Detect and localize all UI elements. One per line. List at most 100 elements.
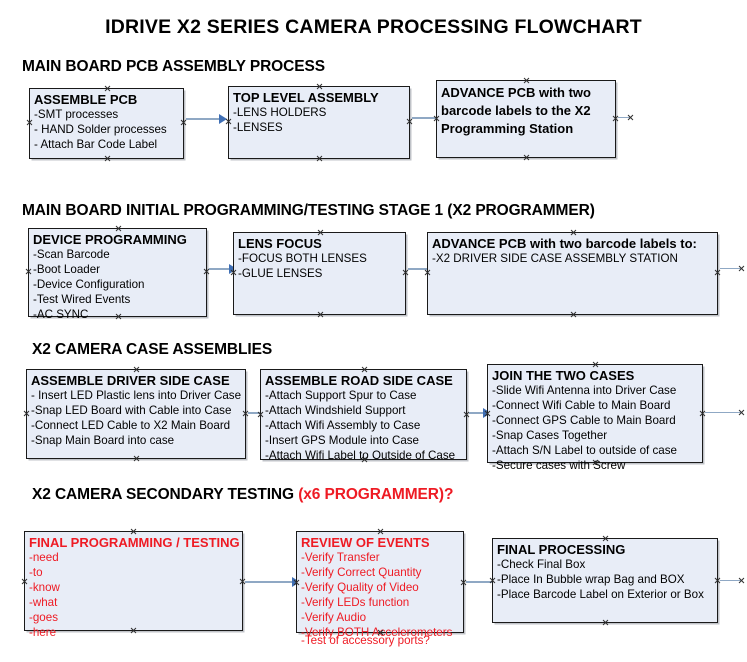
- resize-handle-bottom[interactable]: [602, 619, 609, 626]
- box-line: -Verify Quality of Video: [301, 581, 419, 594]
- guide-line: [618, 117, 630, 119]
- box-assemble-driver-side-case[interactable]: ASSEMBLE DRIVER SIDE CASE - Insert LED P…: [26, 369, 246, 459]
- section-heading-4: X2 CAMERA SECONDARY TESTING (x6 PROGRAMM…: [32, 486, 453, 504]
- box-title: DEVICE PROGRAMMING: [33, 232, 187, 247]
- section-heading-4-text: X2 CAMERA SECONDARY TESTING: [32, 486, 299, 503]
- box-line: -X2 DRIVER SIDE CASE ASSEMBLY STATION: [432, 252, 678, 265]
- box-title: FINAL PROCESSING: [497, 542, 626, 557]
- section-heading-4-accent: (x6 PROGRAMMER)?: [298, 486, 454, 503]
- box-line: -know: [29, 581, 60, 594]
- box-final-processing[interactable]: FINAL PROCESSING -Check Final Box -Place…: [492, 538, 718, 623]
- box-overflow-line: -Test of accessory ports?: [301, 634, 430, 647]
- box-line: -Boot Loader: [33, 263, 101, 276]
- box-line: - Attach Bar Code Label: [34, 138, 158, 151]
- resize-handle-bottom[interactable]: [523, 154, 530, 161]
- box-line: -Verify LEDs function: [301, 596, 410, 609]
- box-line: -Attach Windshield Support: [265, 404, 406, 417]
- box-line: -what: [29, 596, 58, 609]
- box-assemble-road-side-case[interactable]: ASSEMBLE ROAD SIDE CASE -Attach Support …: [260, 369, 467, 463]
- box-top-level-assembly-body: TOP LEVEL ASSEMBLY -LENS HOLDERS -LENSES: [229, 87, 409, 135]
- section-heading-3-text: X2 CAMERA CASE ASSEMBLIES: [32, 341, 273, 358]
- box-assemble-road-side-case-body: ASSEMBLE ROAD SIDE CASE -Attach Support …: [261, 370, 466, 463]
- box-line: -Attach Wifi Assembly to Case: [265, 419, 421, 432]
- box-line: - Insert LED Plastic lens into Driver Ca…: [31, 389, 242, 402]
- box-line: -Check Final Box: [497, 558, 586, 571]
- box-line: -Place In Bubble wrap Bag and BOX: [497, 573, 685, 586]
- box-final-programming-testing[interactable]: FINAL PROGRAMMING / TESTING -need -to -k…: [24, 531, 243, 639]
- box-title: REVIEW OF EVENTS: [301, 535, 430, 550]
- box-lens-focus[interactable]: LENS FOCUS -FOCUS BOTH LENSES -GLUE LENS…: [233, 232, 406, 315]
- box-line: -Device Configuration: [33, 278, 145, 291]
- box-line: -Snap LED Board with Cable into Case: [31, 404, 232, 417]
- box-line: -Connect LED Cable to X2 Main Board: [31, 419, 231, 432]
- arrowhead-icon: [219, 114, 227, 124]
- box-line: -Secure cases with Screw: [492, 459, 626, 472]
- box-title: LENS FOCUS: [238, 236, 322, 251]
- section-heading-1-text: MAIN BOARD PCB ASSEMBLY PROCESS: [22, 58, 325, 75]
- box-line: -LENS HOLDERS: [233, 106, 327, 119]
- connector-stem: [245, 581, 293, 583]
- box-title: JOIN THE TWO CASES: [492, 368, 635, 383]
- box-line: -Scan Barcode: [33, 248, 110, 261]
- section-heading-2: MAIN BOARD INITIAL PROGRAMMING/TESTING S…: [22, 202, 595, 220]
- box-title: ASSEMBLE DRIVER SIDE CASE: [31, 373, 230, 388]
- section-heading-3: X2 CAMERA CASE ASSEMBLIES: [32, 341, 272, 359]
- resize-handle-bottom[interactable]: [317, 311, 324, 318]
- box-assemble-pcb[interactable]: ASSEMBLE PCB -SMT processes - HAND Solde…: [29, 88, 184, 159]
- box-title: ADVANCE PCB with two barcode labels to:: [432, 236, 697, 251]
- box-line: -Verify BOTH Accelerometers: [301, 626, 453, 639]
- box-join-the-two-cases-body: JOIN THE TWO CASES -Slide Wifi Antenna i…: [488, 365, 702, 473]
- box-lens-focus-body: LENS FOCUS -FOCUS BOTH LENSES -GLUE LENS…: [234, 233, 405, 281]
- connector-arrow: [186, 114, 228, 124]
- box-advance-pcb-programming-station-body: ADVANCE PCB with two barcode labels to t…: [437, 81, 615, 138]
- box-review-of-events[interactable]: REVIEW OF EVENTS -Verify Transfer -Verif…: [296, 531, 464, 647]
- box-line: -need: [29, 551, 59, 564]
- section-heading-2-text: MAIN BOARD INITIAL PROGRAMMING/TESTING S…: [22, 202, 595, 219]
- box-line: -FOCUS BOTH LENSES: [238, 252, 367, 265]
- box-line: -Attach Wifi Label to Outside of Case: [265, 449, 456, 462]
- resize-handle-bottom[interactable]: [104, 155, 111, 162]
- box-line: -Attach S/N Label to outside of case: [492, 444, 677, 457]
- box-device-programming-body: DEVICE PROGRAMMING -Scan Barcode -Boot L…: [29, 229, 206, 322]
- box-line: -to: [29, 566, 43, 579]
- box-line: -GLUE LENSES: [238, 267, 323, 280]
- connector-stem: [469, 412, 484, 414]
- resize-handle-left[interactable]: [424, 269, 431, 276]
- box-line: -here: [29, 626, 57, 639]
- guide-line: [720, 580, 742, 582]
- resize-handle-right[interactable]: [714, 269, 721, 276]
- box-advance-pcb-programming-station[interactable]: ADVANCE PCB with two barcode labels to t…: [436, 80, 616, 158]
- box-line: -Slide Wifi Antenna into Driver Case: [492, 384, 677, 397]
- resize-handle-bottom[interactable]: [316, 155, 323, 162]
- guide-line: [705, 412, 742, 414]
- box-final-processing-body: FINAL PROCESSING -Check Final Box -Place…: [493, 539, 717, 602]
- box-line: -SMT processes: [34, 108, 119, 121]
- page-title: IDRIVE X2 SERIES CAMERA PROCESSING FLOWC…: [105, 16, 642, 38]
- box-device-programming[interactable]: DEVICE PROGRAMMING -Scan Barcode -Boot L…: [28, 228, 207, 321]
- box-line: -Connect GPS Cable to Main Board: [492, 414, 676, 427]
- box-line: -AC SYNC: [33, 308, 89, 321]
- box-advance-pcb-driver-side-station[interactable]: ADVANCE PCB with two barcode labels to: …: [427, 232, 718, 315]
- box-line: - HAND Solder processes: [34, 123, 167, 136]
- box-title: ASSEMBLE PCB: [34, 92, 138, 107]
- box-title: FINAL PROGRAMMING / TESTING: [29, 535, 240, 550]
- box-line: -LENSES: [233, 121, 283, 134]
- box-top-level-assembly[interactable]: TOP LEVEL ASSEMBLY -LENS HOLDERS -LENSES: [228, 86, 410, 159]
- resize-handle-bottom[interactable]: [133, 455, 140, 462]
- box-line: -Snap Main Board into case: [31, 434, 175, 447]
- box-line: -Connect Wifi Cable to Main Board: [492, 399, 671, 412]
- box-line: -Verify Correct Quantity: [301, 566, 422, 579]
- box-line: -Attach Support Spur to Case: [265, 389, 417, 402]
- connector-arrow: [245, 577, 301, 587]
- box-assemble-driver-side-case-body: ASSEMBLE DRIVER SIDE CASE - Insert LED P…: [27, 370, 245, 448]
- box-line: -Verify Audio: [301, 611, 367, 624]
- connector-stem: [209, 268, 230, 270]
- box-review-of-events-body: REVIEW OF EVENTS -Verify Transfer -Verif…: [297, 532, 463, 640]
- box-join-the-two-cases[interactable]: JOIN THE TWO CASES -Slide Wifi Antenna i…: [487, 364, 703, 472]
- box-title: TOP LEVEL ASSEMBLY: [233, 90, 379, 105]
- box-title: ASSEMBLE ROAD SIDE CASE: [265, 373, 453, 388]
- box-advance-pcb-driver-side-station-body: ADVANCE PCB with two barcode labels to: …: [428, 233, 717, 266]
- box-title: ADVANCE PCB with two barcode labels to t…: [441, 85, 591, 136]
- resize-handle-bottom[interactable]: [570, 311, 577, 318]
